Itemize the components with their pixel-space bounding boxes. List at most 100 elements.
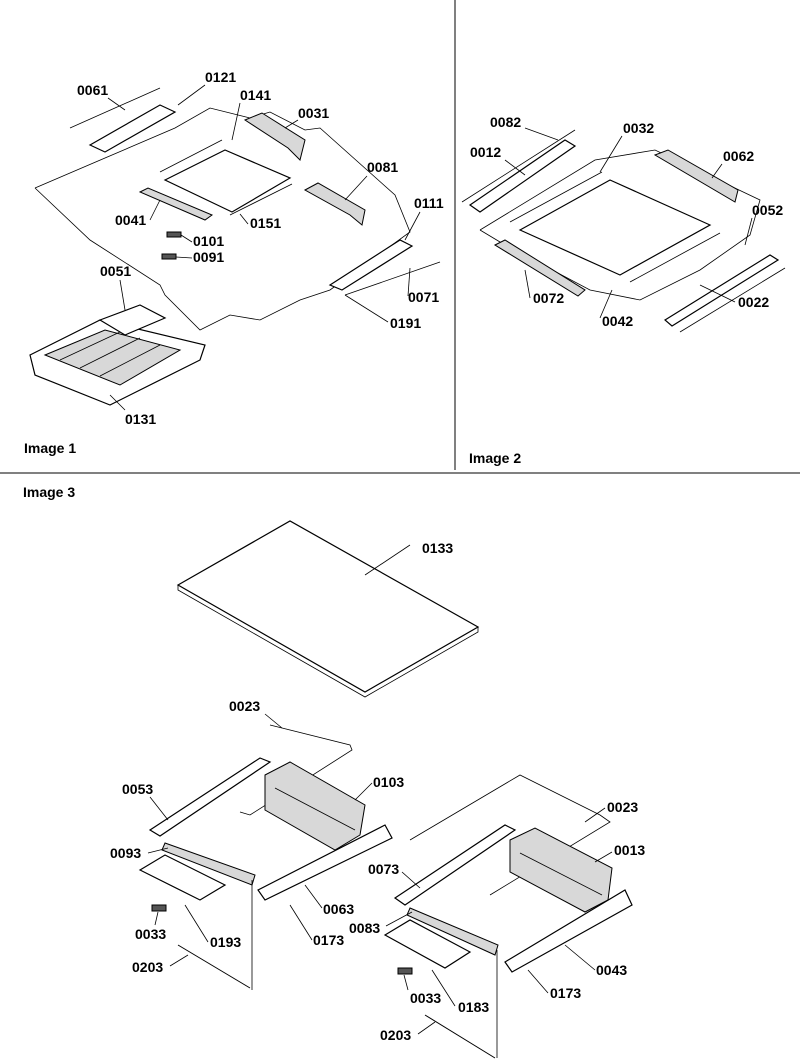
- leader-0131: [109, 394, 126, 411]
- image3-glass-edge: [177, 585, 479, 698]
- label-0052: 0052: [752, 202, 783, 218]
- label-0043: 0043: [596, 962, 627, 978]
- label-0101: 0101: [193, 233, 224, 249]
- image2-panel: 0082 0032 0012 0062 0052 0072 0042 0022 …: [461, 114, 786, 466]
- leader-0083: [385, 911, 413, 927]
- leader-0022: [699, 284, 736, 303]
- image3-left-clip-0033: [151, 904, 167, 912]
- panel-title-image3: Image 3: [23, 484, 75, 500]
- label-0091: 0091: [193, 249, 224, 265]
- leader-0013: [594, 851, 613, 863]
- leader-0082: [524, 127, 559, 141]
- image1-rail-left-pin: [69, 87, 161, 129]
- image3-right-cover-0183: [383, 919, 472, 969]
- image3-panel: Image 3 0133 0023 0053 0103 0093 0033 0: [23, 484, 645, 1059]
- leader-0111: [404, 211, 421, 241]
- leader-0101: [180, 234, 193, 243]
- leader-0193: [184, 904, 209, 943]
- label-0013: 0013: [614, 842, 645, 858]
- image3-left-rail-0053: [148, 757, 272, 837]
- leader-0173-left: [289, 904, 313, 941]
- leader-0081: [344, 175, 368, 201]
- image3-right-frame-0013: [509, 827, 613, 913]
- image2-trim-0042: [629, 232, 721, 283]
- image2-trim-0072: [493, 239, 586, 297]
- label-0111: 0111: [414, 195, 444, 211]
- label-0141: 0141: [240, 87, 271, 103]
- leader-0072: [524, 269, 531, 299]
- image2-trim-0032: [509, 171, 603, 223]
- label-0193: 0193: [210, 934, 241, 950]
- image1-frame-0081: [303, 182, 366, 226]
- image3-right-rail-0073: [393, 824, 517, 906]
- leader-0042: [599, 289, 613, 319]
- leader-0033-left: [154, 911, 159, 926]
- image1-drawer-rib: [99, 344, 161, 377]
- label-0131: 0131: [125, 411, 156, 427]
- image3-left-frame-0103: [264, 761, 366, 851]
- leader-0151: [239, 213, 249, 225]
- label-0103: 0103: [373, 774, 404, 790]
- label-0023-right: 0023: [607, 799, 638, 815]
- leader-0133: [364, 544, 411, 576]
- leader-0103: [354, 782, 373, 801]
- image3-left-cover-0193: [138, 854, 227, 901]
- leader-0121: [177, 84, 206, 106]
- image3-right-bracket-0043: [504, 889, 633, 973]
- leader-0023-left: [264, 713, 283, 729]
- image3-left-assembly: [138, 724, 393, 990]
- image1-rail-left: [88, 104, 177, 153]
- image2-rail-right: [663, 254, 780, 327]
- label-0151: 0151: [250, 215, 281, 231]
- leader-0052: [744, 217, 753, 246]
- image1-clip-0091: [161, 253, 177, 260]
- image1-trim-0041: [138, 187, 214, 221]
- label-0073: 0073: [368, 861, 399, 877]
- label-0191: 0191: [390, 315, 421, 331]
- image3-left-bracket-0063: [257, 824, 393, 901]
- image1-drawer-inner: [43, 329, 182, 386]
- label-0173-right: 0173: [550, 985, 581, 1001]
- image1-panel: 0061 0121 0141 0031 0081 0041 0151 0101 …: [24, 69, 444, 456]
- image2-glass-shelf: [518, 179, 712, 276]
- image1-rail-right-pin: [344, 261, 441, 296]
- label-0183: 0183: [458, 999, 489, 1015]
- label-0023-left: 0023: [229, 698, 260, 714]
- image2-frame-0062: [653, 149, 739, 203]
- leader-0063: [304, 884, 323, 909]
- leader-0032: [599, 135, 623, 173]
- leader-0041: [149, 199, 161, 221]
- label-0121: 0121: [205, 69, 236, 85]
- leader-0141: [231, 102, 241, 141]
- leader-0071: [407, 267, 411, 297]
- image2-rail-left: [468, 139, 577, 213]
- leader-0203-left: [169, 954, 189, 967]
- label-0093: 0093: [110, 845, 141, 861]
- label-0012: 0012: [470, 144, 501, 160]
- image1-drawer-cover-0051: [98, 304, 167, 336]
- image1-clip-0101: [166, 231, 182, 238]
- leader-0203-right: [417, 1021, 436, 1035]
- label-0062: 0062: [723, 148, 754, 164]
- label-0063: 0063: [323, 901, 354, 917]
- image3-right-clip-0033: [397, 967, 413, 975]
- label-0133: 0133: [422, 540, 453, 556]
- leader-0062: [711, 163, 723, 179]
- leader-0051: [119, 279, 126, 311]
- label-0042: 0042: [602, 313, 633, 329]
- leader-0093: [147, 847, 169, 854]
- label-0061: 0061: [77, 82, 108, 98]
- label-0072: 0072: [533, 290, 564, 306]
- leader-0061: [107, 97, 126, 111]
- panel-title-image2: Image 2: [469, 450, 521, 466]
- leader-0023-right: [584, 807, 606, 823]
- image1-trim-0141: [159, 139, 223, 173]
- image2-rail-right-pin: [679, 267, 786, 333]
- leader-0043: [564, 944, 596, 971]
- label-0033-right: 0033: [410, 990, 441, 1006]
- label-0032: 0032: [623, 120, 654, 136]
- label-0053: 0053: [122, 781, 153, 797]
- leader-0191: [344, 294, 389, 323]
- image3-left-wire-0023: [239, 724, 353, 816]
